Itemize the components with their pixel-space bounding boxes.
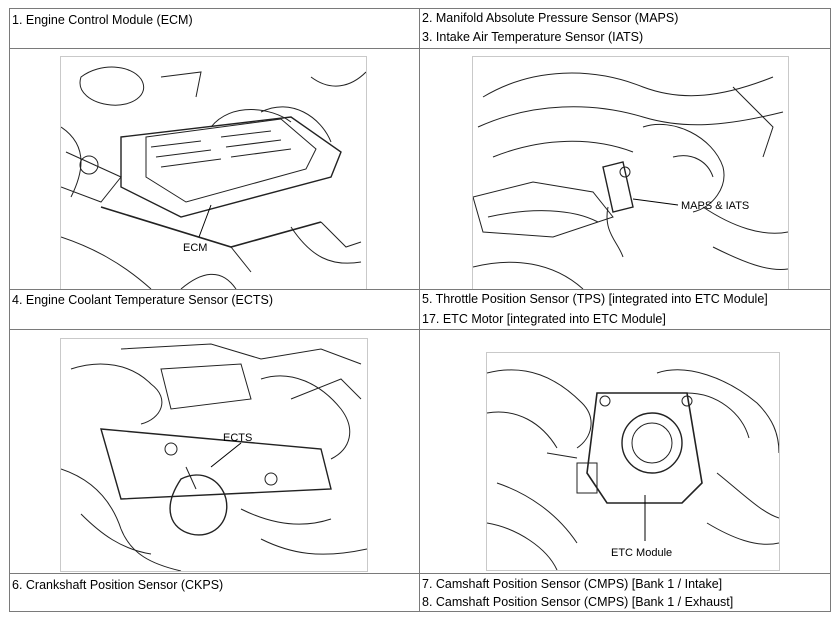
cell-ects-figure: ECTS bbox=[9, 329, 420, 574]
etc-module-illustration: ETC Module bbox=[486, 352, 780, 571]
label-iats: 3. Intake Air Temperature Sensor (IATS) bbox=[422, 30, 644, 44]
sensor-location-table: 1. Engine Control Module (ECM) 2. Manifo… bbox=[9, 8, 831, 612]
label-etc-motor: 17. ETC Motor [integrated into ETC Modul… bbox=[422, 312, 666, 326]
maps-iats-illustration: MAPS & IATS bbox=[472, 56, 789, 290]
label-cmps-intake: 7. Camshaft Position Sensor (CMPS) [Bank… bbox=[422, 577, 723, 591]
callout-maps-iats: MAPS & IATS bbox=[681, 200, 749, 212]
callout-ects: ECTS bbox=[223, 432, 252, 444]
etc-module-drawing: ETC Module bbox=[487, 369, 779, 570]
cell-ckps-label: 6. Crankshaft Position Sensor (CKPS) bbox=[9, 573, 420, 612]
cell-maps-iats-figure: MAPS & IATS bbox=[419, 48, 831, 290]
cell-etc-figure: ETC Module bbox=[419, 329, 831, 574]
cell-tps-etc-label: 5. Throttle Position Sensor (TPS) [integ… bbox=[419, 289, 831, 330]
label-ckps: 6. Crankshaft Position Sensor (CKPS) bbox=[12, 578, 224, 592]
callout-ecm: ECM bbox=[183, 242, 207, 254]
cell-ects-label: 4. Engine Coolant Temperature Sensor (EC… bbox=[9, 289, 420, 330]
label-maps: 2. Manifold Absolute Pressure Sensor (MA… bbox=[422, 11, 679, 25]
maps-iats-drawing: MAPS & IATS bbox=[473, 72, 788, 289]
ecm-illustration: ECM bbox=[60, 56, 367, 290]
cell-ecm-label: 1. Engine Control Module (ECM) bbox=[9, 8, 420, 49]
ecm-drawing: ECM bbox=[61, 66, 366, 289]
label-tps: 5. Throttle Position Sensor (TPS) [integ… bbox=[422, 292, 768, 306]
ects-illustration: ECTS bbox=[60, 338, 368, 572]
callout-etc-module: ETC Module bbox=[611, 547, 672, 559]
cell-maps-iats-label: 2. Manifold Absolute Pressure Sensor (MA… bbox=[419, 8, 831, 49]
label-ects: 4. Engine Coolant Temperature Sensor (EC… bbox=[12, 293, 274, 307]
label-ecm: 1. Engine Control Module (ECM) bbox=[12, 13, 193, 27]
cell-cmps-label: 7. Camshaft Position Sensor (CMPS) [Bank… bbox=[419, 573, 831, 612]
ects-drawing: ECTS bbox=[61, 343, 367, 571]
label-cmps-exhaust: 8. Camshaft Position Sensor (CMPS) [Bank… bbox=[422, 595, 734, 609]
cell-ecm-figure: ECM bbox=[9, 48, 420, 290]
